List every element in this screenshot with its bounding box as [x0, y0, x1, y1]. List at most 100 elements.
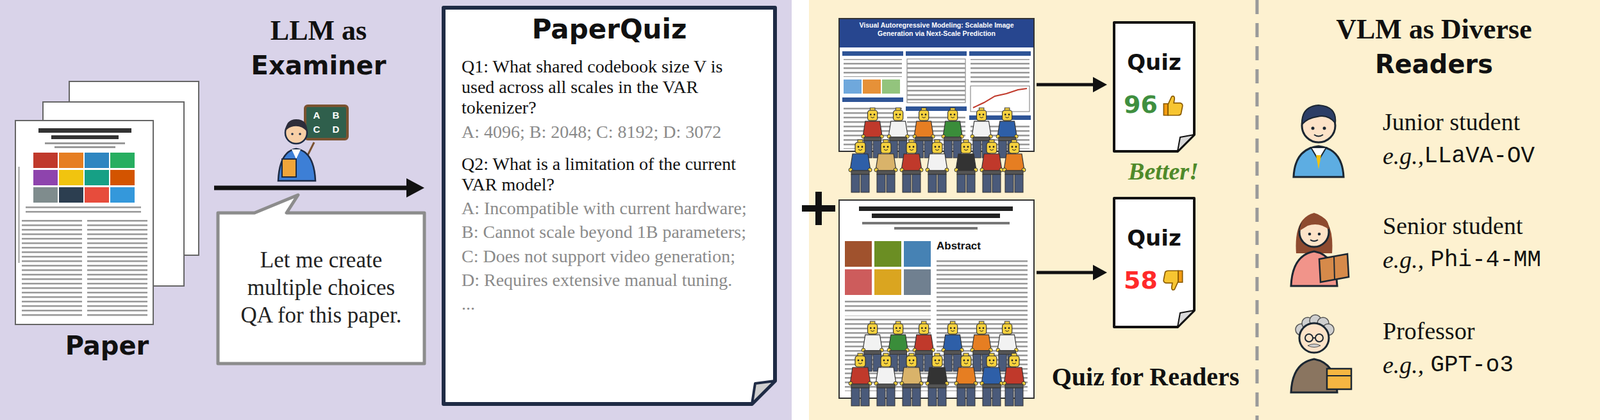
lego-figures-part — [925, 353, 949, 406]
panel-grounds-part — [0, 0, 792, 420]
speech-bubble: Let me create multiple choices QA for th… — [216, 192, 427, 366]
junior-student-icon-part — [1316, 155, 1322, 170]
score-row: 58 — [1112, 266, 1197, 295]
arrow-connector — [214, 178, 425, 198]
paper-figure: Paper — [15, 81, 199, 361]
thumb-down-icon-part — [1163, 270, 1183, 290]
junior-student-icon-part — [1311, 126, 1315, 131]
bubble-body: Let me create multiple choices QA for th… — [217, 212, 425, 364]
thumb-up-icon-part — [1163, 96, 1183, 116]
example-prefix: e.g., — [1382, 142, 1424, 171]
quiz-score: 58 — [1123, 266, 1158, 295]
option-text: D: Requires extensive manual tuning. — [461, 269, 760, 291]
reader-role: Senior student — [1382, 212, 1523, 241]
paper-stack-part — [17, 166, 20, 263]
quiz-card: PaperQuizQ1: What shared codebook size V… — [441, 5, 778, 407]
paper-figure-part — [874, 269, 902, 295]
paper-stack-part — [54, 146, 116, 149]
teacher-icon-part — [282, 158, 297, 177]
paper-figure: Abstract — [839, 200, 1034, 399]
paper-stack-part — [87, 217, 148, 318]
verdict-text: Better! — [1128, 157, 1199, 186]
lego-figures-part — [900, 353, 924, 406]
professor-icon-part — [1307, 344, 1321, 348]
shape-outline-part — [1177, 310, 1195, 327]
section-caption: Quiz for Readers — [1051, 362, 1240, 392]
arrow-connector-part — [1036, 271, 1095, 275]
panel-heading: VLM as Diverse — [1335, 13, 1533, 47]
junior-student-icon-part — [1293, 146, 1344, 177]
arrow-connector-part — [1036, 83, 1095, 87]
paper-figure-part — [844, 269, 872, 295]
panel-grounds-part — [801, 191, 836, 225]
section-heading: Abstract — [936, 239, 981, 253]
paper-stack-part — [51, 135, 119, 140]
poster-figure-part — [842, 97, 904, 102]
senior-student-icon-part — [1310, 239, 1318, 242]
teacher-icon-part — [291, 132, 294, 136]
paper-figure-part — [844, 241, 872, 267]
paper-stack-part — [58, 187, 84, 203]
panel-grounds-part — [1255, 0, 1259, 420]
quiz-title: PaperQuiz — [441, 14, 778, 45]
paper-stack-part — [15, 120, 154, 325]
poster-figure-part — [843, 58, 902, 77]
poster-figure-part — [905, 51, 967, 56]
paper-stack — [15, 81, 199, 325]
speech-text: Let me create multiple choices QA for th… — [236, 246, 407, 329]
quiz-score: 96 — [1123, 91, 1158, 120]
quiz-sheet: Quiz96 — [1112, 20, 1197, 154]
arrow-connector-part — [1092, 264, 1108, 281]
question-text: Q2: What is a limitation of the current … — [461, 153, 760, 195]
professor-icon-part — [1305, 333, 1313, 342]
board-letter: C — [313, 123, 321, 135]
paper-stack-part — [33, 169, 58, 186]
senior-student-icon-part — [1317, 232, 1322, 236]
option-text: A: Incompatible with current hardware; — [461, 198, 760, 219]
paper-stack-part — [110, 187, 135, 203]
paper-figure-part — [874, 241, 902, 267]
lego-figures-part — [900, 139, 924, 193]
paper-stack-part — [110, 152, 135, 168]
paper-stack-part — [38, 128, 132, 133]
professor-icon-part — [1326, 368, 1352, 390]
paper-figure-part — [894, 226, 978, 230]
abstract-holder: Abstract — [936, 239, 981, 253]
paper-figure-part — [844, 298, 931, 312]
shape-outline — [1112, 20, 1197, 154]
paper-stack-part — [84, 152, 109, 168]
caption-holder: Paper — [15, 330, 199, 361]
lego-figures-part — [980, 353, 1004, 406]
teacher-icon-part — [291, 149, 301, 159]
shape-outline-part — [217, 194, 425, 364]
lego-figures-part — [925, 139, 949, 193]
senior-student-icon-part — [1333, 256, 1335, 280]
poster-figure-part — [970, 58, 1030, 84]
poster-header: Visual Autoregressive Modeling: Scalable… — [842, 21, 1031, 38]
paper-stack-part — [33, 152, 58, 168]
poster-title: Visual Autoregressive Modeling: Scalable… — [842, 21, 1031, 38]
poster-figure-part — [907, 60, 966, 102]
model-name: LLaVA-OV — [1423, 142, 1535, 170]
panel-heading: Examiner — [251, 50, 387, 81]
paper-stack-part — [33, 187, 58, 203]
shape-outline-part — [1114, 22, 1195, 152]
poster-figure-part — [969, 51, 1031, 56]
shape-outline-part — [1114, 198, 1195, 327]
paper-figure-part — [903, 241, 931, 267]
lego-figures-part — [954, 139, 978, 193]
lego-figures-part — [848, 139, 872, 193]
quiz-heading: Quiz — [1112, 225, 1197, 251]
lego-figures-part — [954, 353, 978, 406]
senior-student-icon-part — [1299, 215, 1329, 231]
arrow-connector-part — [1092, 76, 1108, 93]
board-letter: D — [332, 123, 340, 135]
junior-student-icon — [1293, 105, 1344, 177]
junior-student-icon-part — [1323, 126, 1327, 131]
teacher-icon — [278, 105, 348, 181]
paper-figure-part — [903, 269, 931, 295]
poster-figure: Visual Autoregressive Modeling: Scalable… — [839, 18, 1034, 152]
model-name: GPT-o3 — [1430, 351, 1514, 379]
poster-figure-part — [843, 79, 862, 94]
